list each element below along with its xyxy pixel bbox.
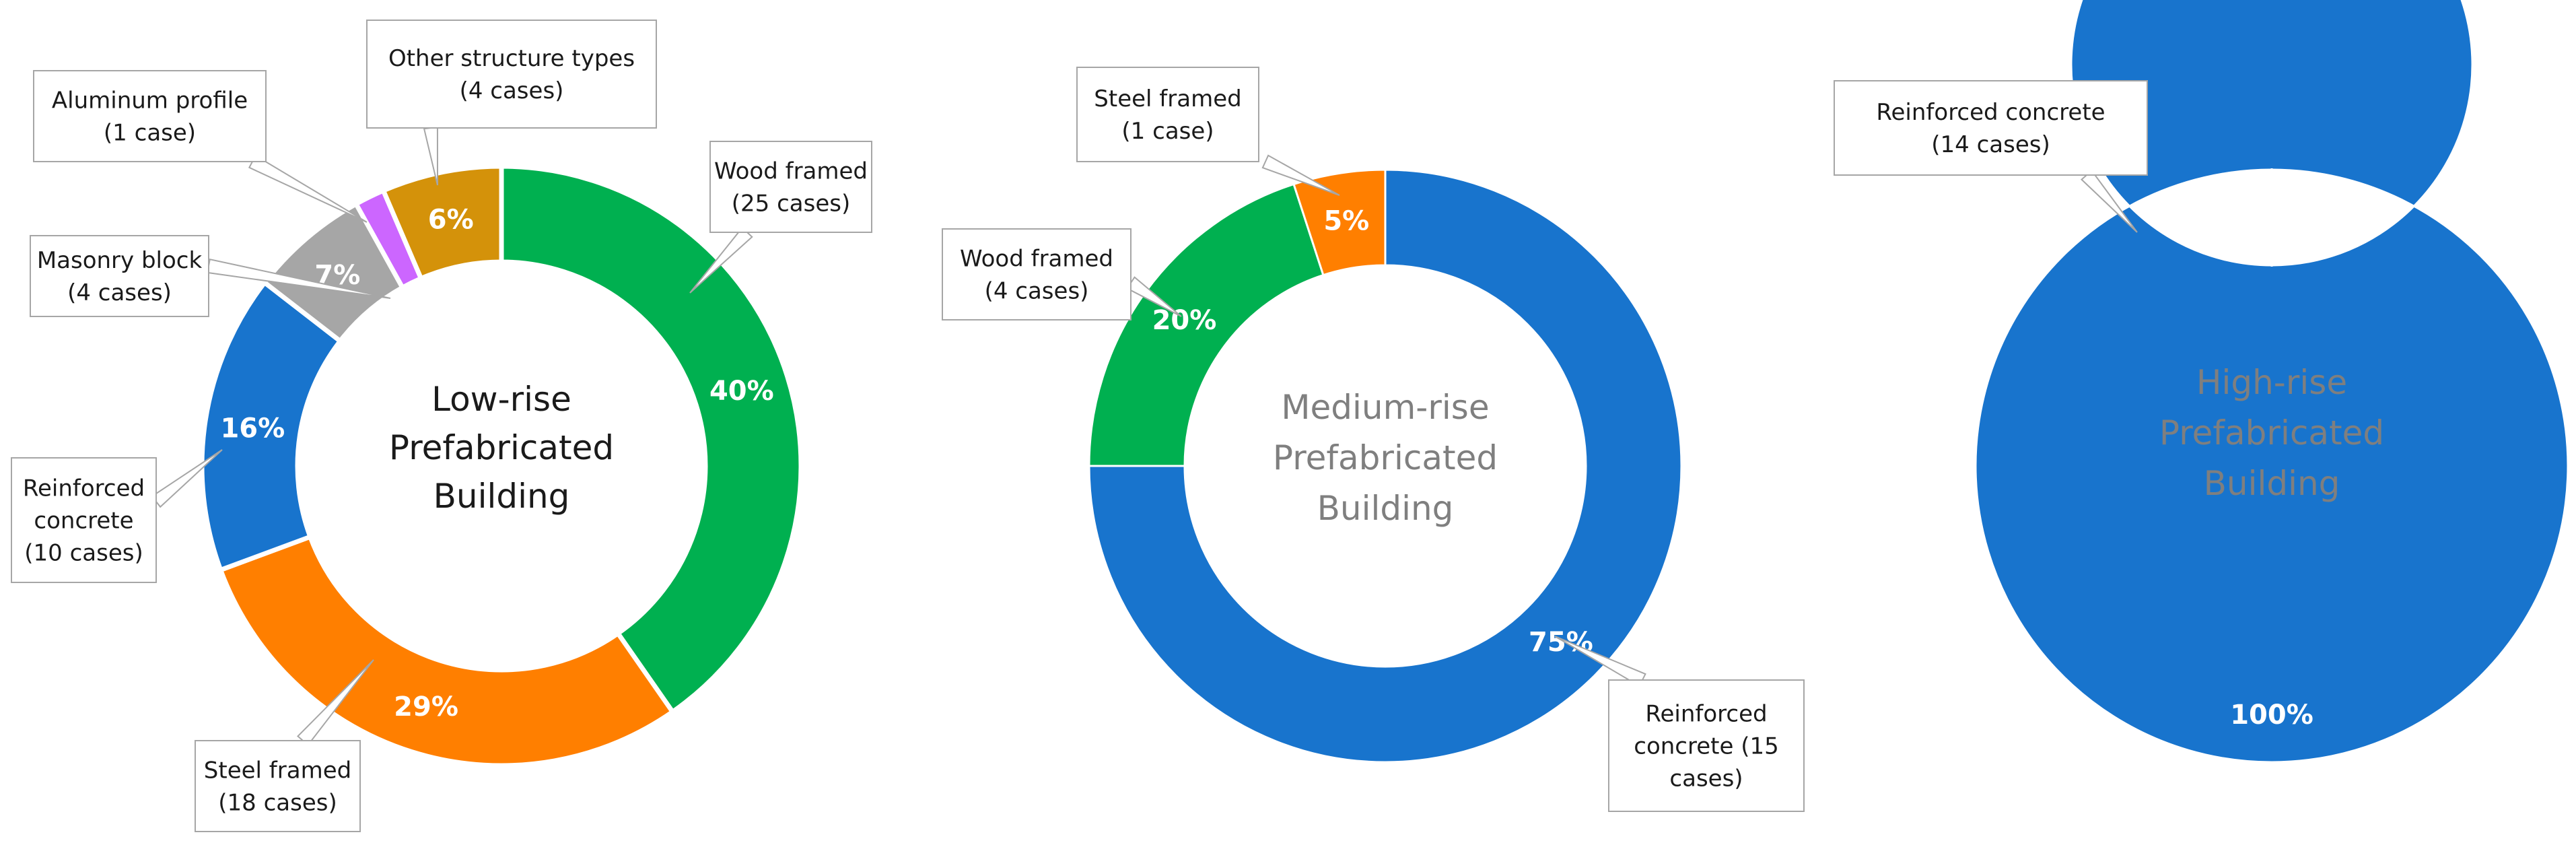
- callout-text-line: (4 cases): [67, 279, 172, 306]
- center-label-line: Medium-rise: [1281, 388, 1489, 427]
- percent-label-other-structure-types: 6%: [428, 205, 474, 236]
- callout-other-structure-types: Other structure types (4 cases): [366, 20, 657, 186]
- callout-text-line: (4 cases): [460, 77, 564, 104]
- callout-text-line: Wood framed: [960, 246, 1113, 273]
- callout-text-line: Steel framed: [204, 757, 351, 784]
- slice-steel-framed: [217, 533, 676, 768]
- callout-box: [30, 235, 209, 317]
- callout-wood-framed: Wood framed (25 cases): [689, 141, 872, 294]
- callout-text-line: (18 cases): [218, 790, 337, 817]
- callout-box: [1608, 679, 1805, 812]
- center-label-line: Building: [2204, 464, 2340, 503]
- percent-label-steel-framed: 29%: [394, 691, 458, 722]
- callout-text-line: (1 case): [1121, 118, 1214, 145]
- center-label-line: Building: [433, 477, 570, 516]
- callout-reinforced-concrete: Reinforced concrete (15 cases): [1554, 636, 1805, 812]
- percent-label-reinforced-concrete: 16%: [220, 413, 285, 444]
- callout-text-line: (14 cases): [1931, 131, 2050, 158]
- callout-box: [33, 70, 267, 162]
- callout-text-line: (1 case): [104, 120, 196, 147]
- callout-text-line: Masonry block: [37, 247, 203, 274]
- center-label-line: High-rise: [2196, 363, 2347, 402]
- slice-wood-framed: [1088, 182, 1325, 467]
- callout-text-line: concrete (15: [1634, 733, 1778, 760]
- callout-steel-framed: Steel framed (1 case): [1076, 67, 1340, 196]
- callout-text-line: Wood framed: [714, 158, 868, 185]
- callout-box: [709, 141, 872, 233]
- callout-text-line: Reinforced: [23, 475, 145, 502]
- callout-masonry-block: Masonry block (4 cases): [30, 235, 391, 317]
- slice-wood-framed: [499, 164, 804, 716]
- callout-box: [11, 457, 157, 583]
- callout-text-line: Aluminum profile: [52, 88, 248, 114]
- callout-text-line: Reinforced concrete: [1876, 99, 2105, 126]
- callout-text-line: (10 cases): [24, 540, 143, 567]
- callout-box: [1834, 80, 2148, 176]
- callout-box: [1076, 67, 1259, 162]
- medium-rise-donut-chart: 75%20%5%Medium-risePrefabricatedBuilding…: [942, 67, 1805, 812]
- callout-reinforced-concrete: Reinforced concrete (10 cases): [11, 449, 223, 583]
- slice-steel-framed: [1292, 168, 1387, 277]
- callout-pointer: [1261, 154, 1340, 196]
- callout-text-line: cases): [1669, 766, 1743, 792]
- callout-steel-framed: Steel framed (18 cases): [195, 659, 374, 832]
- callout-text-line: (4 cases): [985, 278, 1089, 305]
- callout-wood-framed: Wood framed (4 cases): [942, 228, 1182, 320]
- center-label-line: Prefabricated: [389, 428, 614, 467]
- callout-aluminum-profile: Aluminum profile (1 case): [33, 70, 368, 223]
- center-label-line: Building: [1317, 489, 1454, 528]
- slice-reinforced-concrete: [1974, 0, 2569, 764]
- center-label-line: Prefabricated: [2159, 413, 2384, 452]
- percent-label-reinforced-concrete: 100%: [2230, 700, 2313, 731]
- slice-reinforced-concrete: [1088, 168, 1683, 764]
- callout-pointer: [248, 154, 368, 223]
- low-rise-donut-chart: 40%29%16%7%6%Low-risePrefabricatedBuildi…: [11, 20, 872, 832]
- center-label-line: Prefabricated: [1273, 438, 1498, 477]
- callout-text-line: concrete: [34, 508, 133, 535]
- callout-text-line: Steel framed: [1094, 86, 1241, 112]
- percent-label-steel-framed: 5%: [1323, 206, 1369, 237]
- callout-box: [942, 228, 1132, 320]
- callout-box: [195, 740, 361, 832]
- callout-text-line: Other structure types: [388, 45, 635, 72]
- center-label-line: Low-rise: [431, 380, 571, 419]
- callout-text-line: (25 cases): [732, 191, 850, 217]
- slice-other-structure-types: [380, 164, 504, 282]
- percent-label-wood-framed: 20%: [1152, 305, 1217, 336]
- callout-reinforced-concrete: Reinforced concrete (14 cases): [1834, 80, 2148, 233]
- callout-text-line: Reinforced: [1645, 701, 1767, 728]
- percent-label-wood-framed: 40%: [709, 376, 774, 407]
- callout-box: [366, 20, 657, 129]
